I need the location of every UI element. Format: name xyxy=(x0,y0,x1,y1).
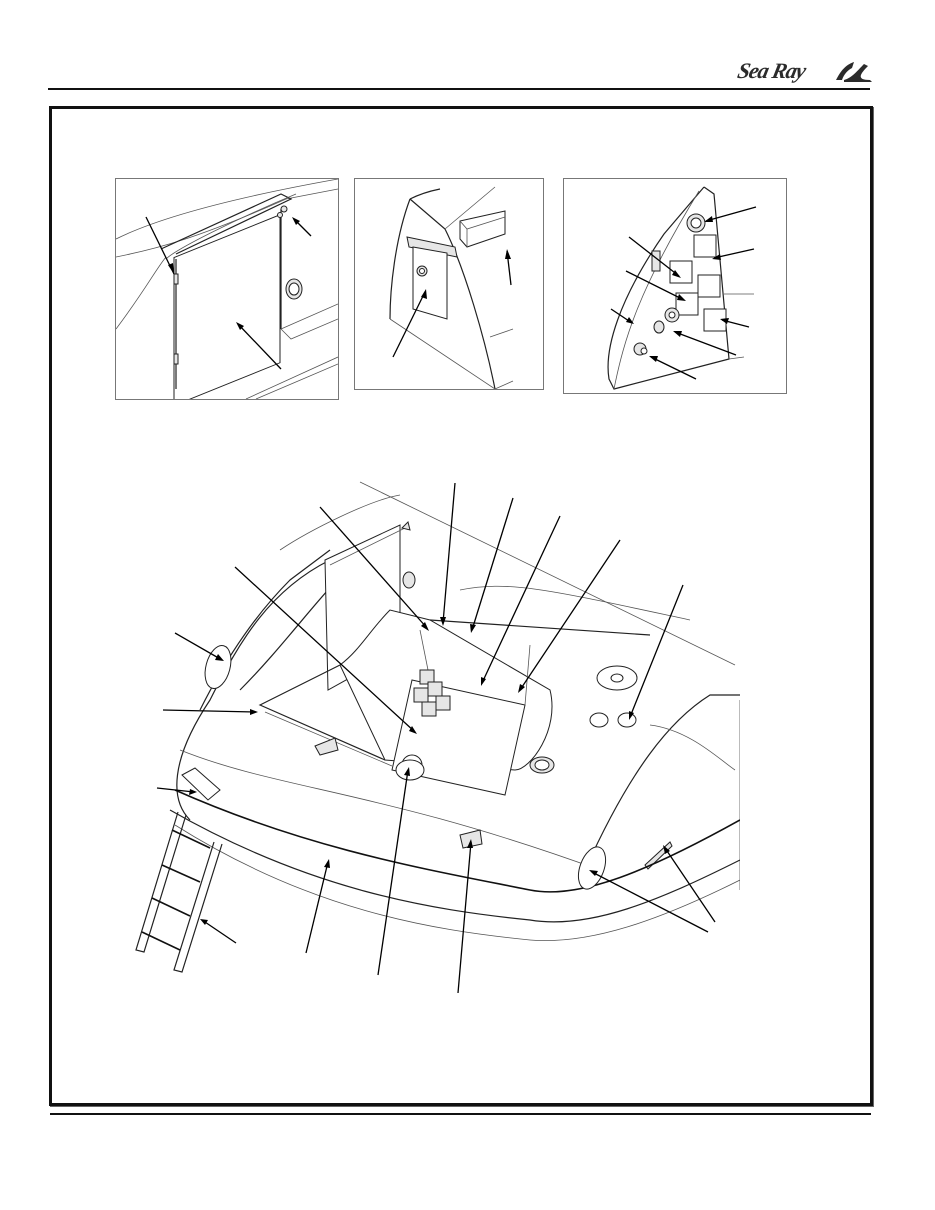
detail-view-switch-panel xyxy=(563,178,787,394)
main-view-stern-cockpit xyxy=(130,470,740,1000)
brand-wordmark: Sea Ray xyxy=(735,58,808,83)
header-rule xyxy=(48,88,870,90)
sea-ray-logo: Sea Ray xyxy=(735,58,874,86)
sea-ray-wave-mark-icon xyxy=(836,62,872,82)
footer-rule xyxy=(50,1113,871,1115)
detail-view-console-access xyxy=(354,178,544,390)
figure-frame xyxy=(49,106,873,1106)
detail-view-door-panel xyxy=(115,178,339,400)
